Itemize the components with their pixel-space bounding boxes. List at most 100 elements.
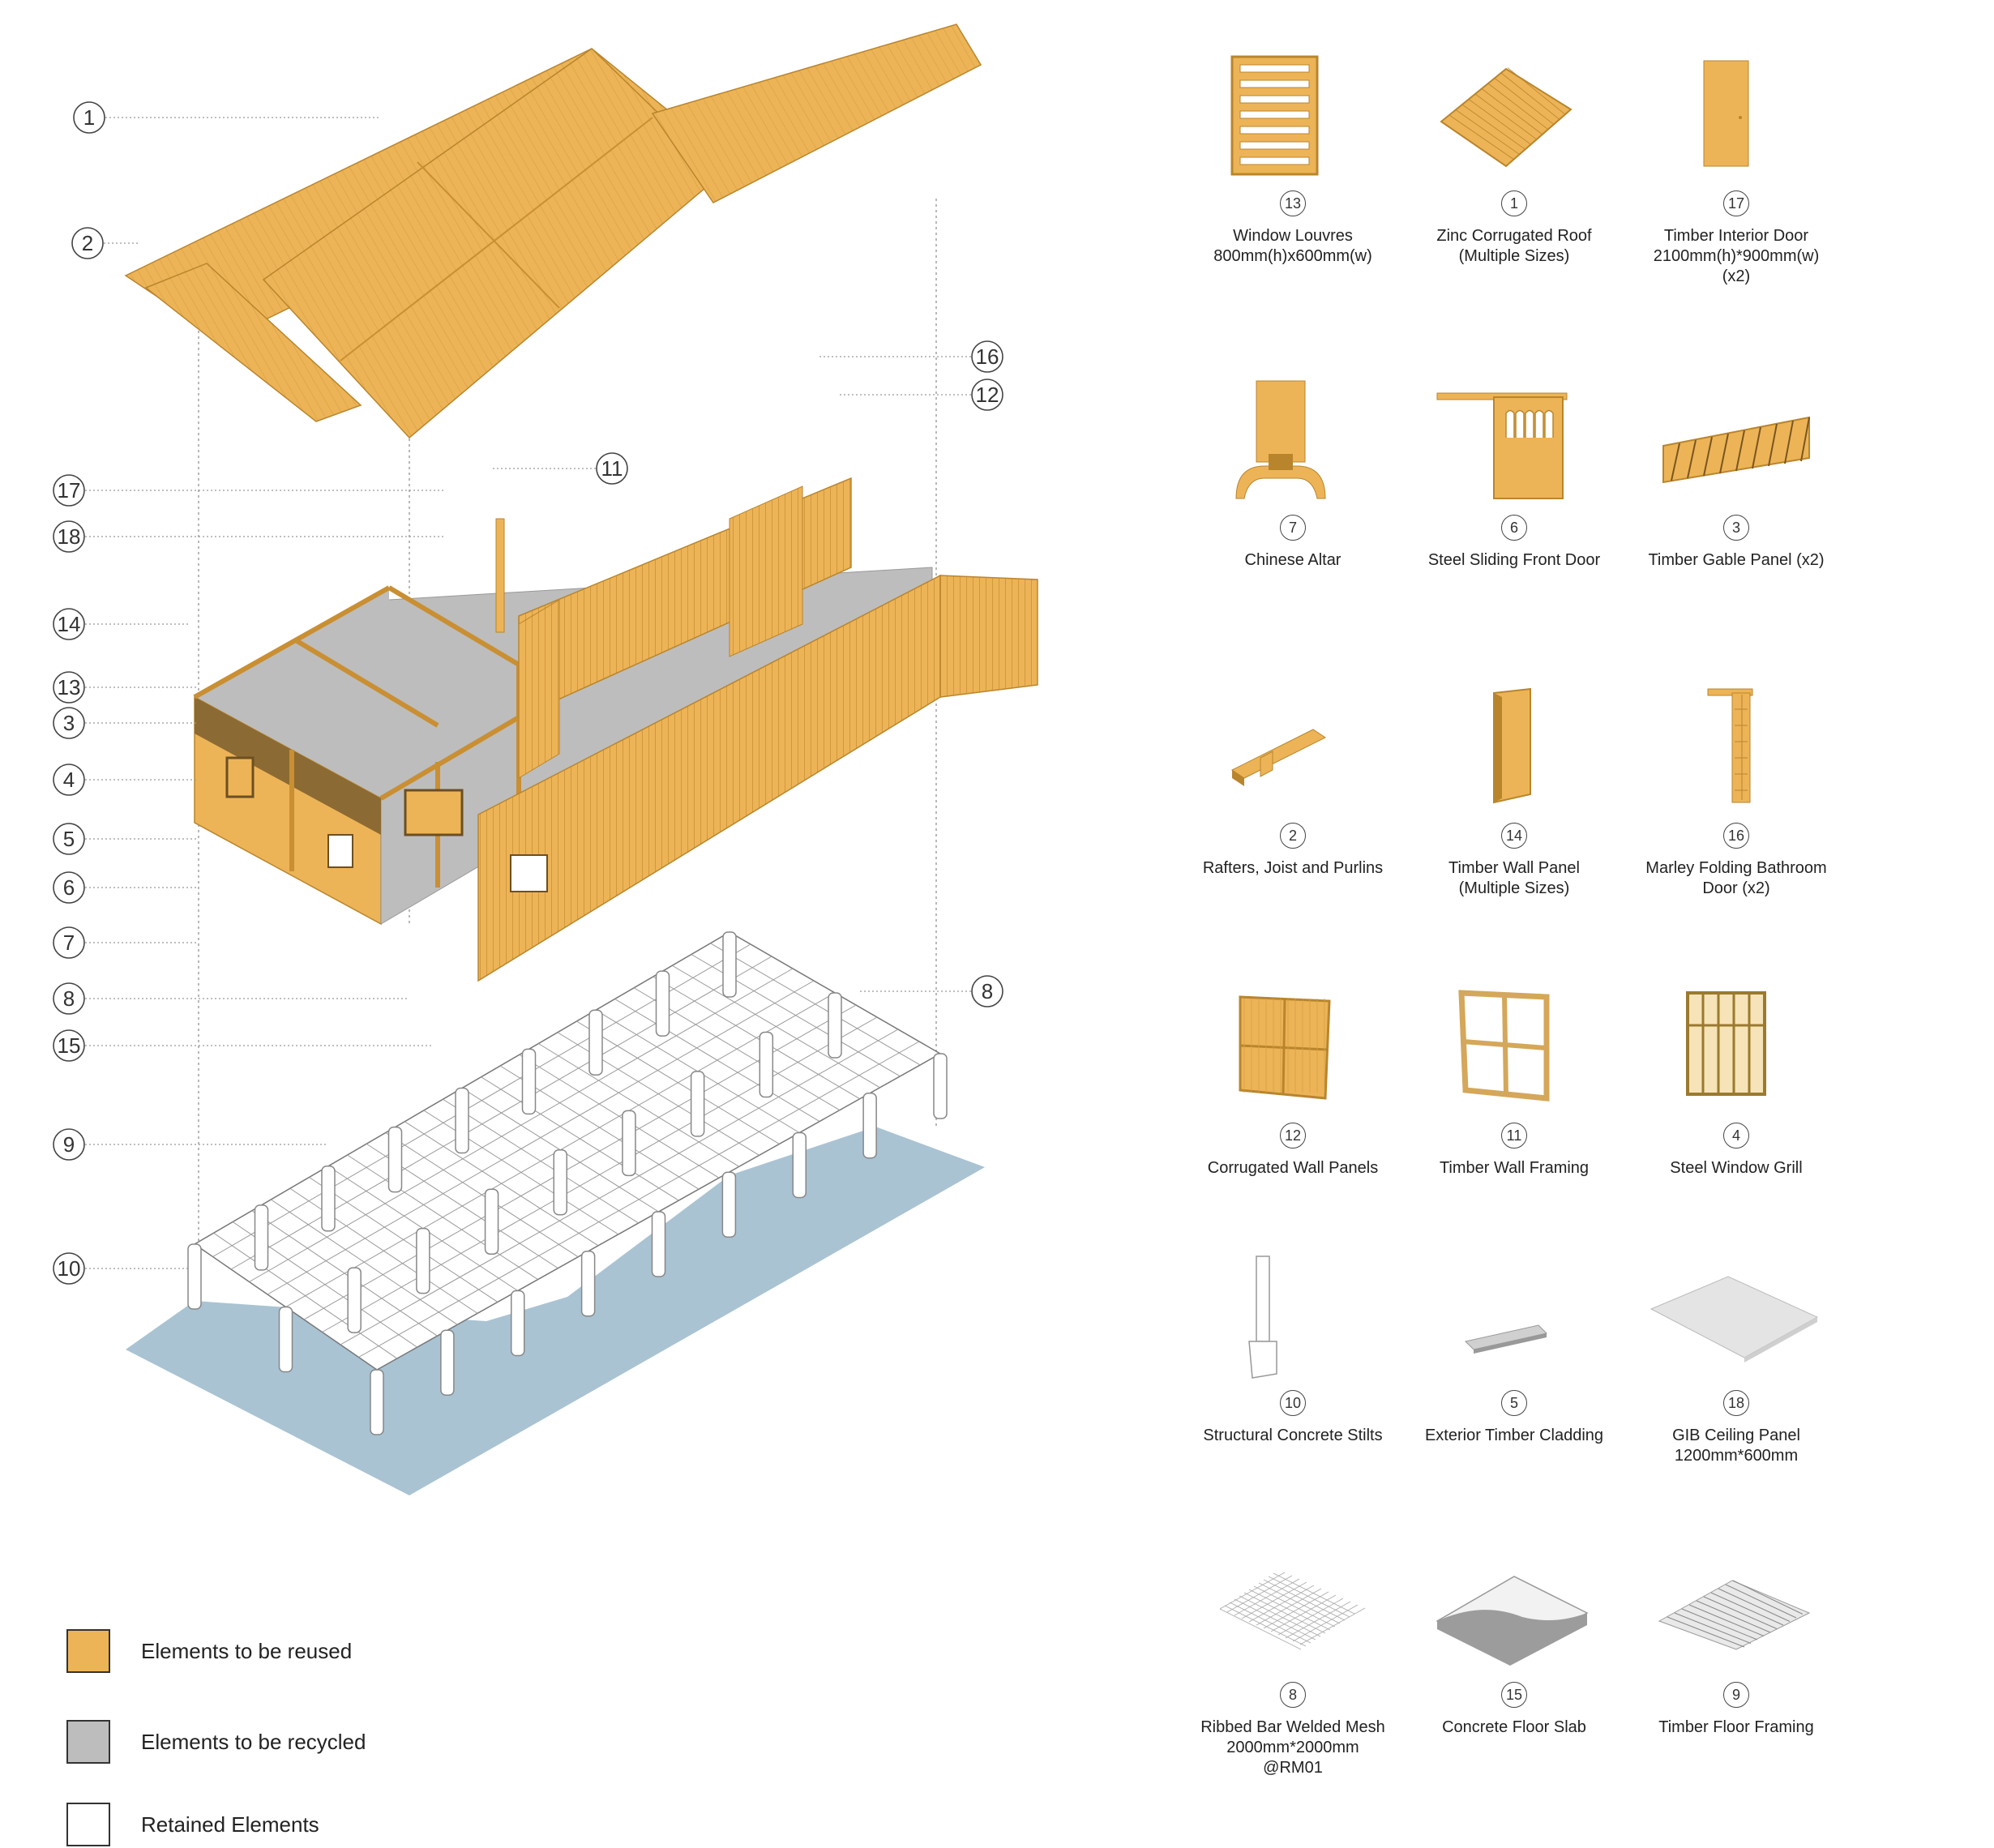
callout-number: 12 — [976, 383, 999, 407]
folding-door-icon — [1707, 688, 1753, 803]
callout-number: 13 — [58, 675, 81, 699]
catalog-label: Steel Window Grill — [1670, 1159, 1803, 1177]
legend-swatch-retained — [66, 1803, 110, 1846]
window-grill-icon — [1686, 991, 1766, 1096]
roof-canopy — [651, 24, 982, 203]
callout-number: 18 — [58, 524, 81, 549]
callout-number: 8 — [63, 986, 75, 1011]
front-room-gable-band — [195, 697, 381, 835]
catalog-label: Window Louvres 800mm(h)x600mm(w) — [1213, 227, 1372, 265]
callout-left-7: 7 — [53, 926, 199, 959]
catalog-label: Ribbed Bar Welded Mesh 2000mm*2000mm @RM… — [1200, 1718, 1385, 1777]
callout-number: 6 — [63, 875, 75, 900]
floor-slab-icon — [1436, 1576, 1589, 1666]
catalog-number: 12 — [1280, 1123, 1306, 1149]
gable-panel-icon — [1662, 416, 1810, 484]
callout-number: 5 — [63, 827, 75, 851]
catalog-label: Timber Gable Panel (x2) — [1648, 551, 1825, 569]
callout-left-18: 18 — [53, 520, 444, 553]
wall-panel-icon — [1493, 687, 1531, 804]
catalog-label: Chinese Altar — [1244, 551, 1341, 569]
callout-right-11: 11 — [490, 452, 628, 485]
catalog-label: Zinc Corrugated Roof (Multiple Sizes) — [1436, 227, 1592, 265]
catalog-label: Steel Sliding Front Door — [1427, 551, 1601, 569]
catalog-label: Timber Floor Framing — [1658, 1718, 1814, 1736]
callout-left-2: 2 — [71, 227, 138, 259]
callout-number: 16 — [976, 344, 999, 369]
catalog-label: Structural Concrete Stilts — [1203, 1427, 1383, 1444]
floor-structure-group — [126, 931, 985, 1495]
floor-framing-icon — [1658, 1580, 1811, 1650]
catalog-label: Timber Wall Panel (Multiple Sizes) — [1448, 859, 1580, 897]
callout-number: 2 — [82, 231, 93, 255]
catalog-number: 11 — [1501, 1123, 1527, 1149]
catalog-number: 5 — [1501, 1390, 1527, 1416]
legend-row-recycle: Elements to be recycled — [66, 1720, 366, 1764]
callout-right-12: 12 — [839, 379, 1003, 411]
corrugated-panel-icon — [1239, 995, 1331, 1100]
rafter-icon — [1231, 729, 1326, 786]
legend-row-retained: Retained Elements — [66, 1803, 319, 1846]
catalog-number: 17 — [1723, 190, 1749, 216]
catalog-label: Corrugated Wall Panels — [1207, 1159, 1379, 1177]
welded-mesh-icon — [1219, 1572, 1366, 1650]
callout-left-4: 4 — [53, 764, 199, 796]
interior-door-icon — [1703, 60, 1749, 167]
callout-number: 8 — [982, 979, 993, 1003]
catalog-number: 10 — [1280, 1390, 1306, 1416]
legend-label-reuse: Elements to be reused — [141, 1638, 353, 1663]
callout-number: 4 — [63, 768, 75, 792]
callout-number: 10 — [58, 1256, 81, 1281]
wall-framing-icon — [1458, 990, 1550, 1102]
corridor-partition-a — [518, 599, 560, 779]
catalog-label: Rafters, Joist and Purlins — [1202, 859, 1384, 877]
roof-group — [124, 24, 982, 439]
callout-number: 3 — [63, 711, 75, 735]
corrugated-roof-icon — [1440, 67, 1573, 168]
left-callouts: 1 2 17 18 14 13 3 4 5 6 7 8 15 9 10 — [53, 101, 444, 1285]
catalog-number: 4 — [1723, 1123, 1749, 1149]
callout-number: 7 — [63, 930, 75, 955]
legend-swatch-reuse — [66, 1629, 110, 1673]
catalog-label: Timber Wall Framing — [1439, 1159, 1590, 1177]
altar-icon — [1235, 380, 1326, 499]
concrete-stilt-icon — [1248, 1256, 1277, 1379]
callout-left-5: 5 — [53, 823, 199, 855]
catalog-number: 8 — [1280, 1682, 1306, 1708]
catalog-number: 2 — [1280, 823, 1306, 849]
callout-number: 17 — [58, 478, 81, 503]
louvre-window-icon — [1230, 55, 1319, 176]
catalog-number: 7 — [1280, 515, 1306, 541]
legend-row-reuse: Elements to be reused — [66, 1629, 352, 1673]
callout-left-13: 13 — [53, 671, 199, 704]
callout-left-1: 1 — [73, 101, 381, 134]
callout-left-3: 3 — [53, 707, 199, 739]
catalog-label: Concrete Floor Slab — [1442, 1718, 1586, 1736]
sliding-door-icon — [1436, 392, 1568, 499]
timber-cladding-icon — [1465, 1324, 1547, 1354]
callout-number: 11 — [601, 456, 623, 481]
callout-number: 9 — [63, 1132, 75, 1157]
callout-left-14: 14 — [53, 608, 190, 640]
catalog-label: Timber Interior Door 2100mm(h)*900mm(w) … — [1653, 227, 1820, 285]
callout-left-15: 15 — [53, 1029, 434, 1062]
walls-group — [193, 477, 1038, 982]
corridor-end-wall — [939, 575, 1038, 698]
roof-left-eave — [144, 263, 362, 422]
callout-number: 15 — [58, 1033, 81, 1058]
